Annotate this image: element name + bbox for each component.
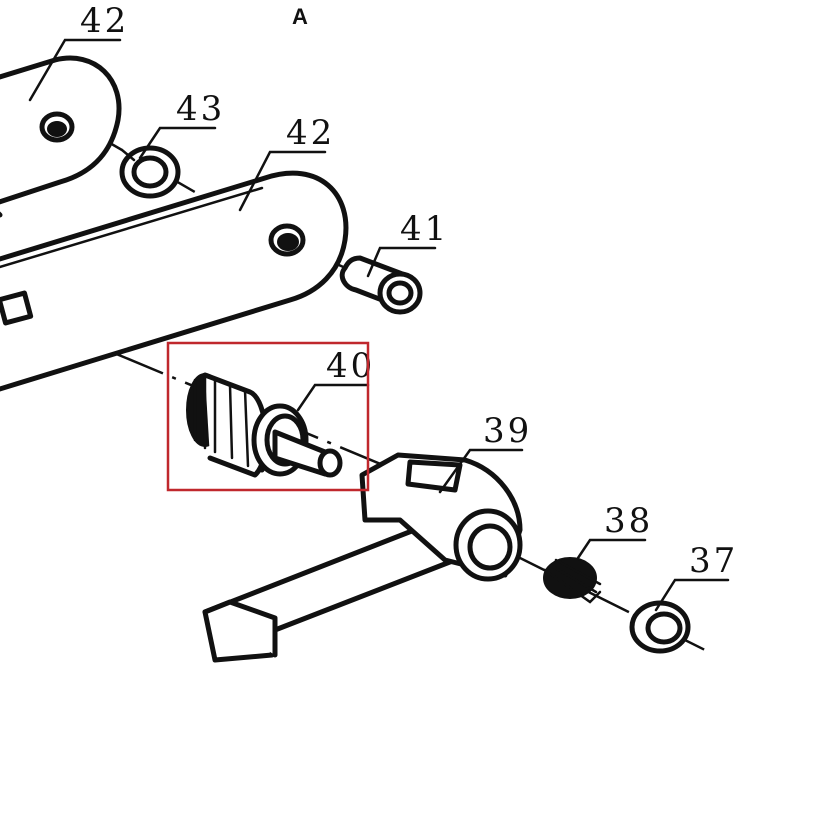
part-40-gear-shaft — [186, 372, 343, 478]
part-38-spring — [543, 557, 602, 604]
part-37-bushing — [629, 600, 691, 654]
callout-42-main: 42 — [286, 113, 335, 153]
part-39-lever-arm — [202, 452, 523, 663]
callout-37: 37 — [689, 541, 738, 581]
callout-43: 43 — [176, 89, 225, 129]
part-41-screw — [339, 255, 423, 315]
highlight-box-part-40 — [166, 341, 370, 492]
callout-42-upper: 42 — [80, 1, 129, 41]
callout-38: 38 — [604, 501, 653, 541]
part-43-bushing — [119, 145, 181, 199]
part-42-main-link — [0, 170, 349, 392]
callout-39: 39 — [483, 411, 532, 451]
view-label: A — [292, 4, 308, 29]
part-42-upper-link — [0, 55, 122, 218]
callout-41: 41 — [400, 209, 449, 249]
callout-40: 40 — [326, 346, 375, 386]
leader-lines — [28, 38, 730, 612]
